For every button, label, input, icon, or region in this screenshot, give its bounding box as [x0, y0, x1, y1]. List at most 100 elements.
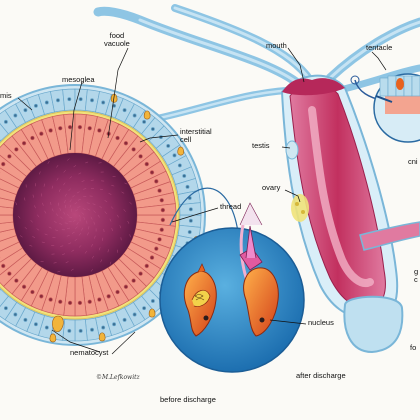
cavity-texture-stroke: [76, 222, 79, 225]
gastrodermis-nucleus: [157, 237, 162, 242]
cavity-texture-stroke: [87, 208, 91, 211]
cavity-texture-stroke: [19, 235, 23, 238]
cavity-texture-stroke: [77, 198, 81, 201]
cavity-texture-stroke: [18, 215, 21, 219]
label-thread: thread: [220, 202, 242, 211]
gastrodermis-nucleus: [77, 300, 83, 306]
label-interstitial-line1: interstitial: [180, 127, 212, 136]
cavity-texture-stroke: [69, 176, 73, 179]
label-foot: fo: [410, 343, 417, 352]
gastrodermis-nucleus: [87, 299, 92, 304]
gastrodermis-nucleus: [149, 170, 155, 175]
nematocyst: [49, 333, 57, 343]
cavity-texture-stroke: [32, 236, 36, 238]
epidermis-nucleus: [101, 325, 106, 330]
cavity-texture-stroke: [82, 208, 86, 210]
epidermis-nucleus: [67, 328, 72, 333]
nematocyst: [148, 308, 156, 318]
cavity-texture-stroke: [48, 226, 52, 229]
cavity-texture-stroke: [129, 202, 132, 205]
gastrodermis-nucleus: [21, 141, 27, 146]
epidermis-nucleus: [44, 100, 49, 105]
gastrodermis-nucleus: [58, 299, 63, 304]
gastrodermis-nucleus: [30, 135, 35, 141]
epidermis-nucleus: [33, 103, 38, 108]
gastrodermis-nucleus: [149, 255, 155, 260]
gastrodermis-nucleus: [77, 124, 83, 130]
cavity-texture-stroke: [83, 216, 86, 220]
cavity-texture-stroke: [66, 158, 70, 161]
cavity-texture-stroke: [53, 220, 57, 224]
cavity-texture-stroke: [71, 249, 75, 252]
gastrodermis-nucleus: [115, 289, 120, 295]
cavity-texture-stroke: [81, 227, 84, 231]
cavity-texture-stroke: [99, 188, 103, 190]
label-interstitial-cell: interstitial cell: [180, 128, 212, 144]
hydra-cross-section: [0, 84, 206, 346]
cavity-texture-stroke: [72, 219, 76, 223]
gastrodermis-nucleus: [7, 154, 12, 159]
cavity-texture-stroke: [119, 225, 122, 229]
label-tentacle: tentacle: [366, 43, 393, 52]
cavity-texture-stroke: [100, 259, 103, 263]
epidermis-nucleus: [23, 108, 28, 113]
epidermis-nucleus: [166, 143, 171, 148]
cavity-texture-stroke: [111, 227, 113, 232]
epidermis-nucleus: [172, 153, 177, 158]
epidermis-cell: [0, 287, 2, 291]
cavity-texture-stroke: [81, 180, 85, 182]
gastrodermis-nucleus: [154, 179, 159, 184]
nematocyst: [143, 110, 151, 120]
cavity-texture-stroke: [58, 189, 61, 193]
gastrodermis-nucleus: [1, 161, 6, 167]
cavity-texture-stroke: [104, 211, 107, 215]
cavity-texture-stroke: [129, 234, 131, 238]
cavity-texture-stroke: [83, 188, 87, 190]
cavity-texture-stroke: [50, 201, 52, 205]
gastrodermis-nucleus: [97, 297, 102, 302]
cavity-texture-stroke: [43, 183, 45, 187]
nematocyst-inset: [159, 187, 305, 373]
cavity-texture-stroke: [111, 184, 115, 187]
cavity-texture-stroke: [56, 213, 59, 217]
cavity-texture-stroke: [63, 211, 66, 215]
epidermis-nucleus: [78, 97, 83, 102]
nematocyst-icon-small: [52, 315, 64, 333]
gastrodermis-nucleus: [48, 297, 53, 302]
cavity-texture-stroke: [66, 227, 71, 229]
cavity-texture-stroke: [15, 202, 18, 206]
cavity-texture-stroke: [74, 238, 78, 241]
cavity-texture-stroke: [59, 223, 63, 225]
cavity-texture-stroke: [44, 210, 47, 214]
gastrodermis-nucleus: [67, 124, 73, 130]
epidermis-nucleus: [150, 127, 155, 131]
epidermis-nucleus: [188, 218, 193, 223]
nematocyst-after-discharge: [239, 202, 279, 337]
cavity-texture-stroke: [93, 221, 95, 225]
epidermis-nucleus: [44, 325, 49, 330]
epidermis-cell: [0, 123, 9, 142]
cavity-texture-stroke: [104, 200, 108, 203]
artist-signature: ©M.Lefkowitz: [96, 374, 140, 381]
cavity-texture-stroke: [63, 182, 66, 186]
cavity-texture-stroke: [57, 270, 61, 273]
cavity-texture-stroke: [110, 206, 114, 209]
cavity-texture-stroke: [44, 233, 48, 236]
epidermis-nucleus: [177, 163, 182, 168]
gastrodermis-nucleus: [97, 128, 102, 133]
leader-lines: [17, 47, 387, 355]
cavity-texture-stroke: [73, 165, 77, 168]
cavity-texture-stroke: [74, 202, 78, 205]
label-before-discharge: before discharge: [160, 395, 216, 404]
cavity-texture-stroke: [77, 206, 81, 208]
gastrodermis-nucleus: [14, 278, 19, 283]
cavity-texture-stroke: [29, 244, 33, 247]
gastrodermis-nucleus: [131, 147, 136, 152]
gastrodermis-nucleus: [7, 271, 12, 276]
gastrodermis-nucleus: [154, 246, 159, 251]
label-food-vacuole: food vacuole: [104, 32, 130, 48]
cavity-texture-stroke: [53, 262, 57, 264]
gastrodermis-nucleus: [14, 147, 19, 152]
gastrodermis-nucleus: [106, 294, 111, 299]
gastrodermis-nucleus: [30, 289, 35, 295]
